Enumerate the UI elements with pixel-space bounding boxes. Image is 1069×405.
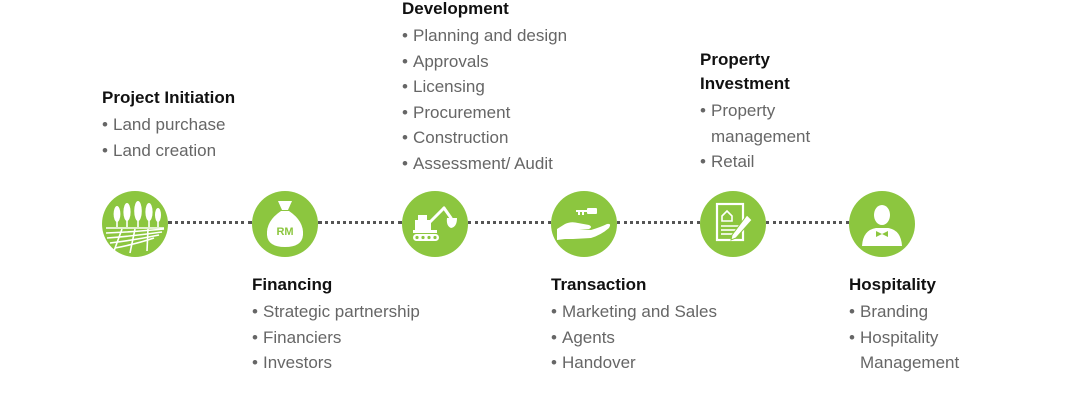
stage-title: Project Initiation	[102, 88, 236, 107]
stage-icon-financing: RM	[252, 191, 318, 257]
stage-icon-project-initiation	[102, 191, 168, 257]
stage-icon-property-investment	[700, 191, 766, 257]
stage-item: management	[711, 126, 811, 146]
stage-title: Financing	[252, 275, 333, 294]
stage-item: Land creation	[102, 138, 235, 164]
stage-title: Transaction	[551, 275, 647, 294]
document-pen-icon	[715, 202, 753, 242]
butler-icon	[862, 205, 902, 246]
stage-item: Strategic partnership	[252, 299, 420, 325]
stage-item: Assessment/ Audit	[402, 151, 567, 177]
connector-line	[617, 221, 700, 224]
stage-title-line: Property	[700, 50, 770, 69]
stage-item: Approvals	[402, 49, 567, 75]
connector-line	[766, 221, 849, 224]
stage-item: Management	[860, 353, 960, 373]
stage-item: Procurement	[402, 100, 567, 126]
excavator-icon	[413, 206, 457, 241]
stage-title: Property Investment	[700, 48, 810, 96]
stage-financing: Financing Strategic partnership Financie…	[252, 273, 420, 376]
stage-item: Land purchase	[102, 112, 235, 138]
stage-title-line: Investment	[700, 74, 790, 93]
connector-line	[168, 221, 252, 224]
stage-transaction: Transaction Marketing and Sales Agents H…	[551, 273, 717, 376]
stage-item: Retail	[700, 149, 810, 175]
stage-project-initiation: Project Initiation Land purchase Land cr…	[102, 86, 235, 163]
hand-key-icon	[557, 208, 611, 240]
stage-item: Investors	[252, 350, 420, 376]
stage-item: Hospitality	[849, 325, 959, 351]
stage-item: Handover	[551, 350, 717, 376]
stage-item: Property	[700, 98, 810, 124]
stage-hospitality: Hospitality Branding Hospitality Managem…	[849, 273, 959, 376]
stage-item: Financiers	[252, 325, 420, 351]
stage-item: Planning and design	[402, 23, 567, 49]
stage-property-investment: Property Investment Property management …	[700, 48, 810, 175]
stage-item: Licensing	[402, 74, 567, 100]
stage-item: Branding	[849, 299, 959, 325]
stage-item: Agents	[551, 325, 717, 351]
connector-line	[318, 221, 402, 224]
connector-line	[468, 221, 551, 224]
stage-title: Development	[402, 0, 509, 18]
stage-title: Hospitality	[849, 275, 936, 294]
stage-item: Marketing and Sales	[551, 299, 717, 325]
money-bag-icon: RM	[266, 201, 304, 247]
stage-icon-hospitality	[849, 191, 915, 257]
stage-item: Construction	[402, 125, 567, 151]
money-bag-label: RM	[276, 226, 293, 238]
stage-icon-development	[402, 191, 468, 257]
stage-development: Development Planning and design Approval…	[402, 0, 567, 177]
stage-icon-transaction	[551, 191, 617, 257]
farmland-icon	[105, 201, 165, 254]
